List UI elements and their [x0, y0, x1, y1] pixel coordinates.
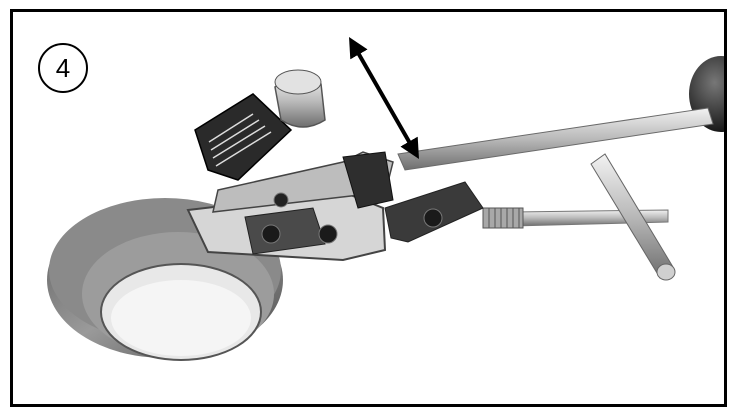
- figure-frame: 4: [10, 9, 727, 407]
- bolt: [423, 208, 443, 228]
- label-block: [194, 93, 293, 181]
- tool-photo: [47, 37, 724, 361]
- step-number: 4: [55, 52, 71, 83]
- bolt: [318, 224, 338, 244]
- bolt: [273, 192, 289, 208]
- handle-rod: [397, 107, 714, 171]
- link-plate-left: [244, 207, 326, 255]
- bolt: [261, 224, 281, 244]
- step-number-badge: 4: [38, 43, 88, 93]
- direction-arrow: [349, 37, 419, 159]
